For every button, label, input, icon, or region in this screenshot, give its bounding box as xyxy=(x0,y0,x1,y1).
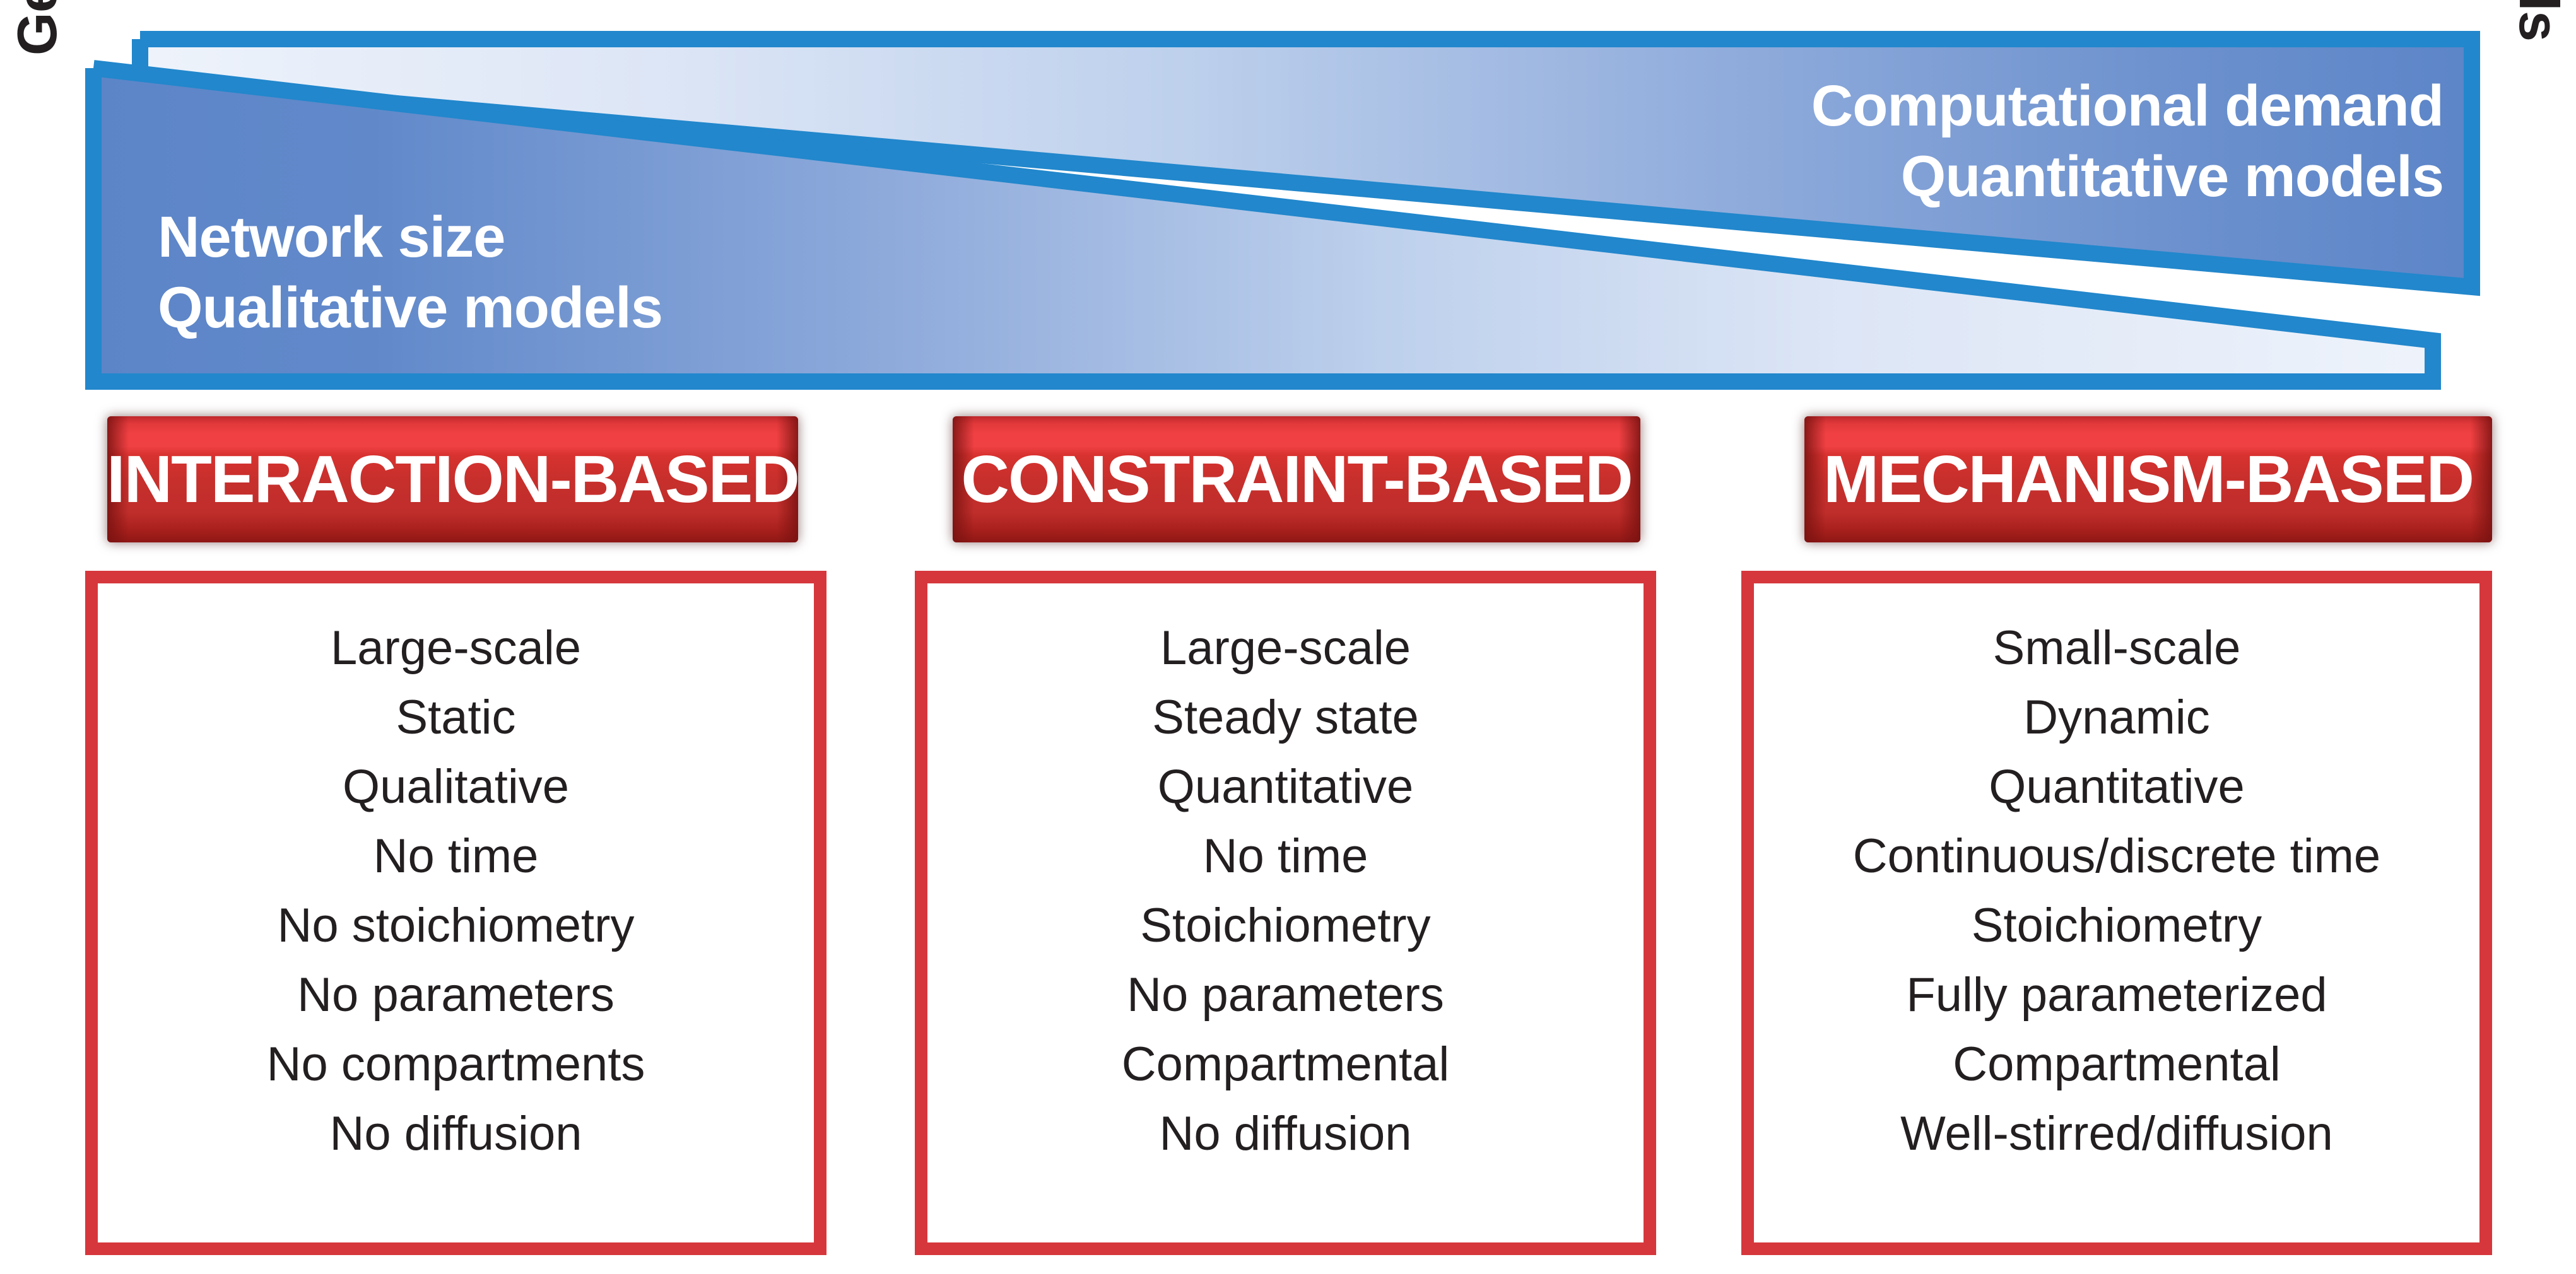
column-header-button-constraint-based[interactable]: CONSTRAINT-BASED xyxy=(953,416,1640,542)
list-item: Small-scale xyxy=(1992,621,2241,675)
list-item: Quantitative xyxy=(1157,760,1414,814)
list-item: No stoichiometry xyxy=(277,899,635,952)
list-item: Stoichiometry xyxy=(1971,899,2262,952)
column-feature-box-mechanism-based: Small-scale Dynamic Quantitative Continu… xyxy=(1741,571,2492,1255)
list-item: Compartmental xyxy=(1953,1037,2281,1091)
list-item: Continuous/discrete time xyxy=(1852,829,2381,883)
banner-right-line-1: Computational demand xyxy=(1811,74,2444,138)
banner-label-left: Network size Qualitative models xyxy=(158,202,663,343)
list-item: Steady state xyxy=(1152,691,1419,744)
list-item: Large-scale xyxy=(1160,621,1411,675)
list-item: Dynamic xyxy=(2023,691,2210,744)
list-item: Large-scale xyxy=(330,621,582,675)
list-item: No diffusion xyxy=(329,1107,582,1160)
list-item: Static xyxy=(396,691,516,744)
list-item: Quantitative xyxy=(1989,760,2245,814)
column-header-label: INTERACTION-BASED xyxy=(107,442,800,517)
column-header-label: MECHANISM-BASED xyxy=(1823,442,2474,517)
banner-right-line-2: Quantitative models xyxy=(1900,144,2444,209)
feature-list: Large-scale Static Qualitative No time N… xyxy=(98,614,814,1169)
feature-list: Large-scale Steady state Quantitative No… xyxy=(927,614,1644,1169)
list-item: Compartmental xyxy=(1121,1037,1450,1091)
list-item: No diffusion xyxy=(1159,1107,1412,1160)
list-item: Well-stirred/diffusion xyxy=(1900,1107,2333,1160)
list-item: No time xyxy=(1203,829,1368,883)
list-item: Stoichiometry xyxy=(1140,899,1431,952)
column-header-label: CONSTRAINT-BASED xyxy=(961,442,1633,517)
list-item: No parameters xyxy=(1127,968,1444,1022)
column-header-button-interaction-based[interactable]: INTERACTION-BASED xyxy=(107,416,800,542)
list-item: No time xyxy=(373,829,539,883)
banner-left-line-2: Qualitative models xyxy=(158,276,663,340)
banner-label-right: Computational demand Quantitative models xyxy=(1811,71,2444,212)
list-item: No parameters xyxy=(297,968,615,1022)
gradient-banner: Network size Qualitative models Computat… xyxy=(0,0,2576,416)
column-feature-box-constraint-based: Large-scale Steady state Quantitative No… xyxy=(915,571,1656,1255)
column-header-button-mechanism-based[interactable]: MECHANISM-BASED xyxy=(1804,416,2492,542)
list-item: No compartments xyxy=(266,1037,645,1091)
banner-left-line-1: Network size xyxy=(158,205,505,269)
banner-svg xyxy=(85,31,2480,390)
banner-wedge-left xyxy=(85,60,2441,390)
list-item: Qualitative xyxy=(342,760,570,814)
feature-list: Small-scale Dynamic Quantitative Continu… xyxy=(1754,614,2479,1169)
list-item: Fully parameterized xyxy=(1906,968,2327,1022)
column-feature-box-interaction-based: Large-scale Static Qualitative No time N… xyxy=(85,571,826,1255)
